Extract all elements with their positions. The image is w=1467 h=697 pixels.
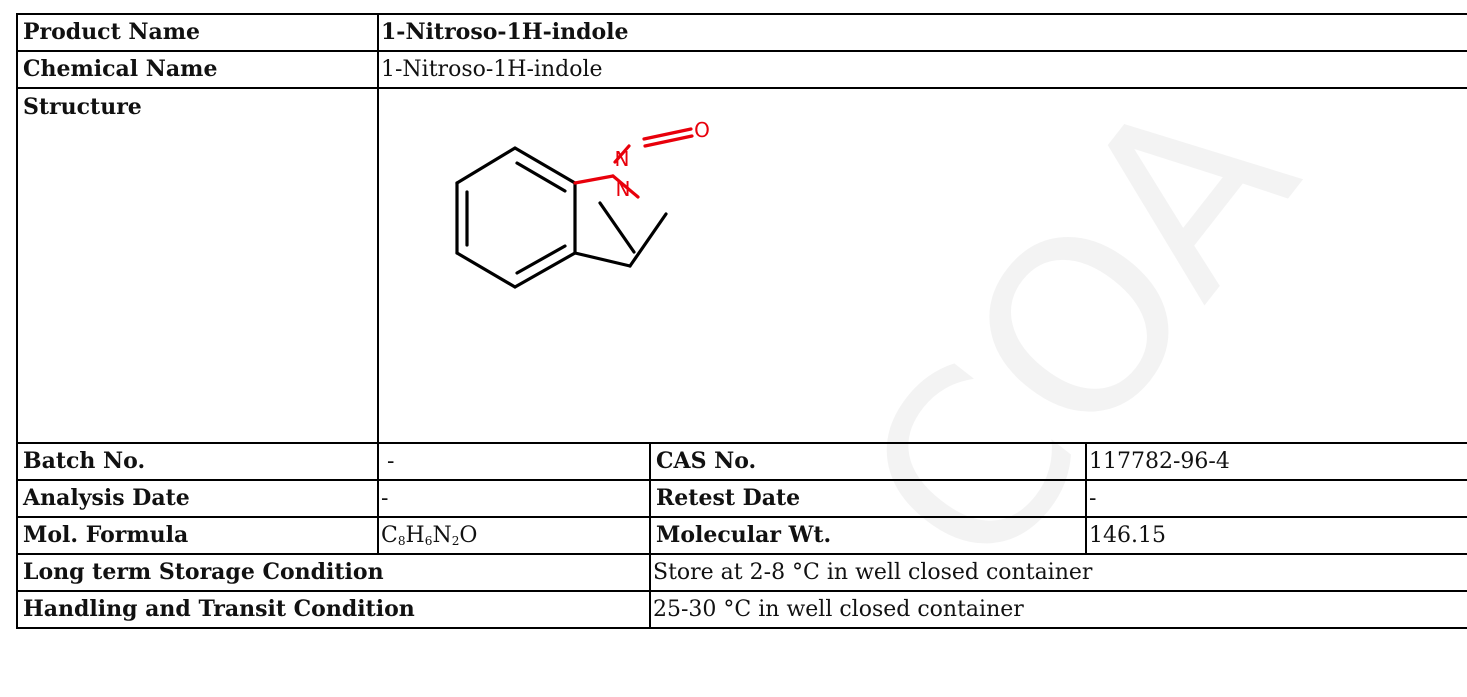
molecular-wt-value: 146.15 [1085,516,1467,555]
oxygen-atom: O [694,118,710,142]
row-handling-transit: Handling and Transit Condition 25-30 °C … [16,590,1467,629]
formula-c: C [381,522,398,548]
formula-n-count: 2 [451,533,460,548]
row-long-term-storage: Long term Storage Condition Store at 2-8… [16,553,1467,592]
formula-o: O [459,522,478,548]
batch-no-label: Batch No. [16,442,379,481]
handling-transit-value: 25-30 °C in well closed container [649,590,1467,629]
retest-date-label: Retest Date [649,479,1087,518]
product-name-label: Product Name [16,13,379,52]
batch-no-value: - [377,442,651,481]
analysis-date-value: - [377,479,651,518]
formula-h: H [405,522,425,548]
chemical-name-label: Chemical Name [16,50,379,89]
long-term-storage-value: Store at 2-8 °C in well closed container [649,553,1467,592]
row-batch-cas: Batch No. - CAS No. 117782-96-4 [16,442,1467,481]
structure-label: Structure [16,87,379,444]
long-term-storage-label: Long term Storage Condition [16,553,651,592]
ring-n-atom: N [616,177,631,201]
cas-no-value: 117782-96-4 [1085,442,1467,481]
row-product-name: Product Name 1-Nitroso-1H-indole [16,13,1467,52]
row-dates: Analysis Date - Retest Date - [16,479,1467,518]
row-chemical-name: Chemical Name 1-Nitroso-1H-indole [16,50,1467,89]
formula-h-count: 6 [424,533,433,548]
formula-c-count: 8 [397,533,406,548]
row-formula-weight: Mol. Formula C8H6N2O Molecular Wt. 146.1… [16,516,1467,555]
structure-cell: N O N [377,87,1467,444]
formula-n: N [432,522,452,548]
structure-image: N O N [455,118,710,289]
mol-formula-label: Mol. Formula [16,516,379,555]
analysis-date-label: Analysis Date [16,479,379,518]
mol-formula-value: C8H6N2O [377,516,651,555]
retest-date-value: - [1085,479,1467,518]
nitroso-n-atom: N [615,147,630,171]
product-name-value: 1-Nitroso-1H-indole [377,13,1467,52]
coa-table: Product Name 1-Nitroso-1H-indole Chemica… [16,13,1467,629]
row-structure: Structure [16,87,1467,444]
cas-no-label: CAS No. [649,442,1087,481]
molecular-wt-label: Molecular Wt. [649,516,1087,555]
chemical-name-value: 1-Nitroso-1H-indole [377,50,1467,89]
handling-transit-label: Handling and Transit Condition [16,590,651,629]
